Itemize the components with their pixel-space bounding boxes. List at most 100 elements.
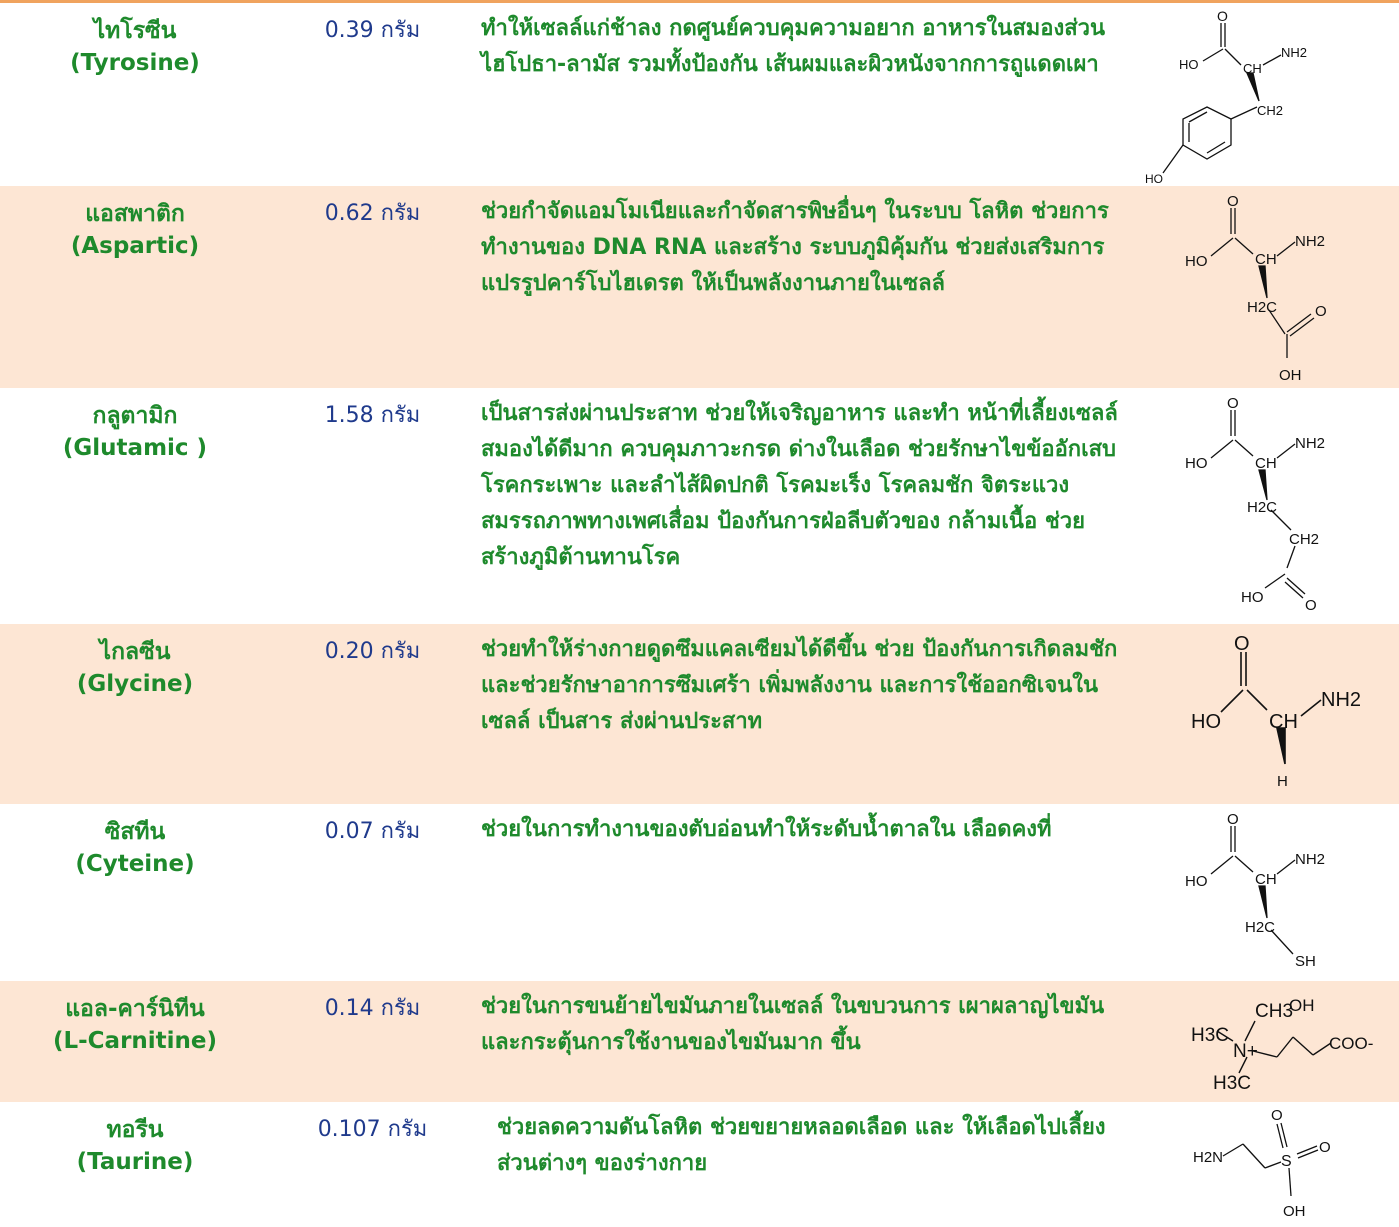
taurine-structure-icon: H2N O S O OH — [1193, 1107, 1331, 1220]
table-row: ซิสทีน (Cyteine) 0.07 กรัม ช่วยในการทำงา… — [0, 804, 1399, 981]
tyrosine-structure-icon: O HO NH2 CH CH2 HO — [1145, 8, 1307, 186]
amino-description: ช่วยลดความดันโลหิต ช่วยขยายหลอดเลือด และ… — [497, 1115, 1106, 1176]
table-row: แอล-คาร์นิทีน (L-Carnitine) 0.14 กรัม ช่… — [0, 981, 1399, 1102]
mol-label: H2N — [1193, 1149, 1223, 1166]
structure-cell: O HO NH2 CH CH2 HO — [1119, 3, 1399, 186]
amino-description: ทำให้เซลล์แก่ช้าลง กดศูนย์ควบคุมความอยาก… — [481, 16, 1106, 77]
mol-label: CH2 — [1289, 531, 1319, 548]
amino-name-cell: ทอรีน (Taurine) — [0, 1102, 270, 1227]
amino-name-cell: ไทโรซีน (Tyrosine) — [0, 3, 270, 186]
amino-description: ช่วยทำให้ร่างกายดูดซึมแคลเซียมได้ดีขึ้น … — [475, 624, 1119, 804]
mol-label: HO — [1191, 711, 1221, 733]
mol-label: HO — [1241, 589, 1264, 606]
amino-name-cell: แอสพาติก (Aspartic) — [0, 186, 270, 388]
table-row: ไกลซีน (Glycine) 0.20 กรัม ช่วยทำให้ร่าง… — [0, 624, 1399, 804]
mol-label: NH2 — [1321, 689, 1361, 711]
mol-label: O — [1305, 597, 1317, 614]
mol-label: HO — [1185, 873, 1208, 890]
amino-english-name: (Aspartic) — [70, 233, 200, 259]
amino-name-cell: ซิสทีน (Cyteine) — [0, 804, 270, 981]
mol-label: O — [1227, 811, 1239, 828]
table-row: ไทโรซีน (Tyrosine) 0.39 กรัม ทำให้เซลล์แ… — [0, 3, 1399, 186]
mol-label: OH — [1289, 996, 1315, 1015]
glutamic-structure-icon: O HO NH2 CH H2C CH2 HO O — [1185, 395, 1325, 614]
amino-amount: 0.107 กรัม — [317, 1117, 428, 1142]
table-row: กลูตามิก (Glutamic ) 1.58 กรัม เป็นสารส่… — [0, 388, 1399, 624]
mol-label: NH2 — [1295, 435, 1325, 452]
mol-label: OH — [1279, 367, 1302, 384]
amino-amount: 0.20 กรัม — [270, 624, 475, 804]
amino-amount: 0.07 กรัม — [324, 819, 421, 844]
mol-label: HO — [1185, 455, 1208, 472]
mol-label: HO — [1185, 253, 1208, 270]
amino-name-cell: กลูตามิก (Glutamic ) — [0, 388, 270, 624]
mol-label: OH — [1283, 1203, 1306, 1220]
amino-thai-name: ซิสทีน — [104, 819, 166, 845]
amino-thai-name: ไกลซีน — [99, 639, 171, 665]
amino-amount: 0.39 กรัม — [324, 18, 421, 43]
amino-description: ช่วยในการขนย้ายไขมันภายในเซลล์ ในขบวนการ… — [475, 981, 1119, 1102]
mol-label: N+ — [1233, 1041, 1258, 1062]
amino-amount: 1.58 กรัม — [324, 403, 421, 428]
mol-label: CH — [1255, 251, 1277, 268]
mol-label: H2C — [1247, 499, 1277, 516]
structure-cell: O HO NH2 CH H2C CH2 HO O — [1119, 388, 1399, 624]
amino-description: ช่วยกำจัดแอมโมเนียและกำจัดสารพิษอื่นๆ ใน… — [475, 186, 1119, 388]
mol-label: HO — [1179, 57, 1199, 72]
mol-label: O — [1315, 303, 1327, 320]
mol-label: CH3 — [1255, 1001, 1293, 1022]
mol-label: S — [1281, 1153, 1292, 1170]
top-border-line — [0, 0, 1399, 3]
structure-cell: O HO NH2 CH H2C O OH — [1119, 186, 1399, 388]
amino-thai-name: แอสพาติก — [85, 201, 185, 227]
mol-label: COO- — [1329, 1034, 1373, 1053]
mol-label: O — [1227, 395, 1239, 412]
mol-label: CH — [1269, 711, 1298, 733]
glycine-structure-icon: O HO NH2 CH H — [1191, 633, 1361, 790]
amino-english-name: (Taurine) — [76, 1149, 194, 1175]
amino-english-name: (Glycine) — [76, 671, 194, 697]
mol-label: NH2 — [1281, 45, 1307, 60]
mol-label: NH2 — [1295, 233, 1325, 250]
mol-label: H2C — [1245, 919, 1275, 936]
mol-label: H3C — [1191, 1025, 1229, 1046]
amino-acid-table: ไทโรซีน (Tyrosine) 0.39 กรัม ทำให้เซลล์แ… — [0, 3, 1399, 1227]
aspartic-structure-icon: O HO NH2 CH H2C O OH — [1185, 193, 1327, 384]
structure-cell: O HO NH2 CH H2C SH — [1119, 804, 1399, 981]
amino-amount: 0.14 กรัม — [270, 981, 475, 1102]
mol-label: H3C — [1213, 1073, 1251, 1094]
mol-label: H — [1277, 773, 1288, 790]
mol-label: O — [1271, 1107, 1283, 1124]
mol-label: O — [1319, 1139, 1331, 1156]
amino-thai-name: ทอรีน — [106, 1117, 164, 1143]
amino-english-name: (Glutamic ) — [62, 435, 208, 461]
amino-amount: 0.62 กรัม — [270, 186, 475, 388]
carnitine-structure-icon: H3C CH3 OH N+ COO- H3C — [1191, 996, 1373, 1094]
mol-label: HO — [1145, 172, 1163, 186]
amino-name-cell: ไกลซีน (Glycine) — [0, 624, 270, 804]
amino-thai-name: ไทโรซีน — [93, 18, 177, 44]
amino-english-name: (Cyteine) — [75, 851, 195, 877]
mol-label: CH — [1255, 455, 1277, 472]
mol-label: CH — [1243, 61, 1262, 76]
amino-thai-name: แอล-คาร์นิทีน — [65, 996, 205, 1022]
amino-english-name: (Tyrosine) — [70, 50, 200, 76]
structure-cell: O HO NH2 CH H — [1119, 624, 1399, 804]
structure-cell: H2N O S O OH — [1119, 1102, 1399, 1227]
structure-cell: H3C CH3 OH N+ COO- H3C — [1119, 981, 1399, 1102]
mol-label: O — [1227, 193, 1239, 210]
amino-description: เป็นสารส่งผ่านประสาท ช่วยให้เจริญอาหาร แ… — [481, 401, 1118, 570]
table-row: แอสพาติก (Aspartic) 0.62 กรัม ช่วยกำจัดแ… — [0, 186, 1399, 388]
mol-label: O — [1217, 8, 1228, 24]
mol-label: SH — [1295, 953, 1316, 970]
amino-thai-name: กลูตามิก — [92, 403, 178, 429]
amino-name-cell: แอล-คาร์นิทีน (L-Carnitine) — [0, 981, 270, 1102]
table-row: ทอรีน (Taurine) 0.107 กรัม ช่วยลดความดัน… — [0, 1102, 1399, 1227]
mol-label: CH — [1255, 871, 1277, 888]
mol-label: NH2 — [1295, 851, 1325, 868]
mol-label: O — [1234, 633, 1250, 655]
amino-description: ช่วยในการทำงานของตับอ่อนทำให้ระดับน้ำตาล… — [481, 817, 1052, 842]
cysteine-structure-icon: O HO NH2 CH H2C SH — [1185, 811, 1325, 970]
mol-label: CH2 — [1257, 103, 1283, 118]
amino-english-name: (L-Carnitine) — [52, 1028, 218, 1054]
